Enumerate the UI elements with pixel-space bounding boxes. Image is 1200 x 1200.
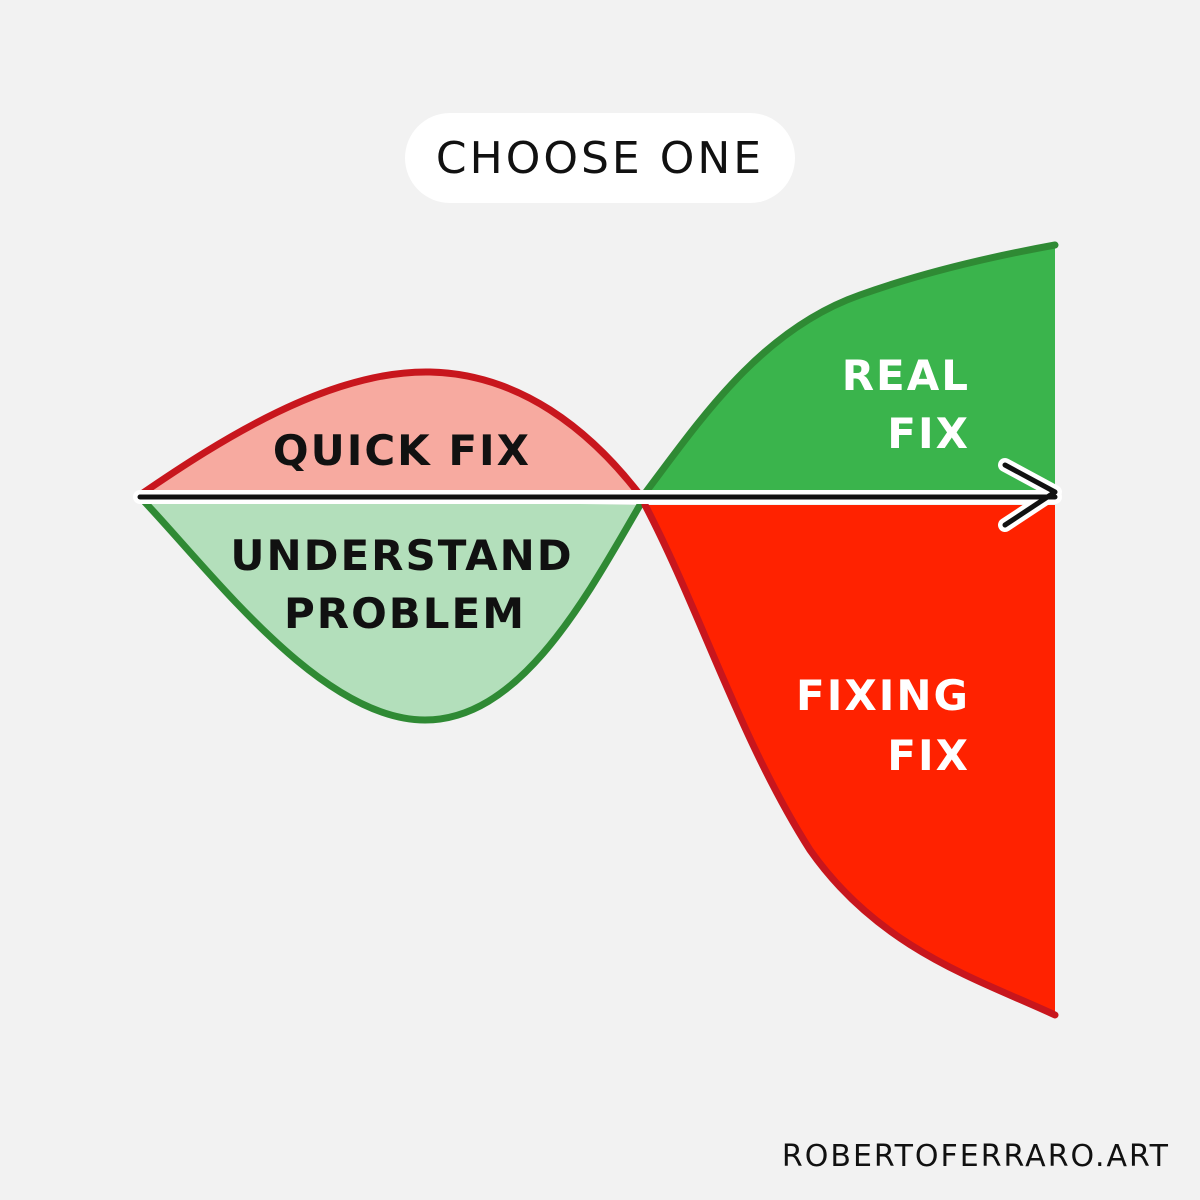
- quick-fix-region: [140, 371, 640, 495]
- real-fix-region: [640, 245, 1055, 500]
- quick-fix-outline: [136, 368, 644, 499]
- arrow-right-icon: [133, 458, 1062, 532]
- diagram-title: CHOOSE ONE: [435, 132, 765, 184]
- title-pill: CHOOSE ONE: [405, 113, 795, 203]
- real-fix-label-line2: FIX: [887, 409, 970, 458]
- fixing-fix-outline: [641, 501, 1059, 1019]
- real-fix-label-line1: REAL: [842, 351, 970, 400]
- fixing-fix-label-line2: FIX: [887, 731, 970, 780]
- credit-text: ROBERTOFERRARO.ART: [781, 1139, 1170, 1174]
- fixing-fix-label-line1: FIXING: [796, 671, 970, 720]
- understand-problem-label-line2: PROBLEM: [284, 589, 526, 638]
- understand-problem-outline: [136, 493, 644, 724]
- quick-fix-label: QUICK FIX: [273, 426, 531, 475]
- understand-problem-label-line1: UNDERSTAND: [230, 531, 573, 580]
- real-fix-outline: [636, 241, 1059, 504]
- understand-problem-region: [140, 497, 640, 720]
- fixing-fix-region: [645, 505, 1055, 1015]
